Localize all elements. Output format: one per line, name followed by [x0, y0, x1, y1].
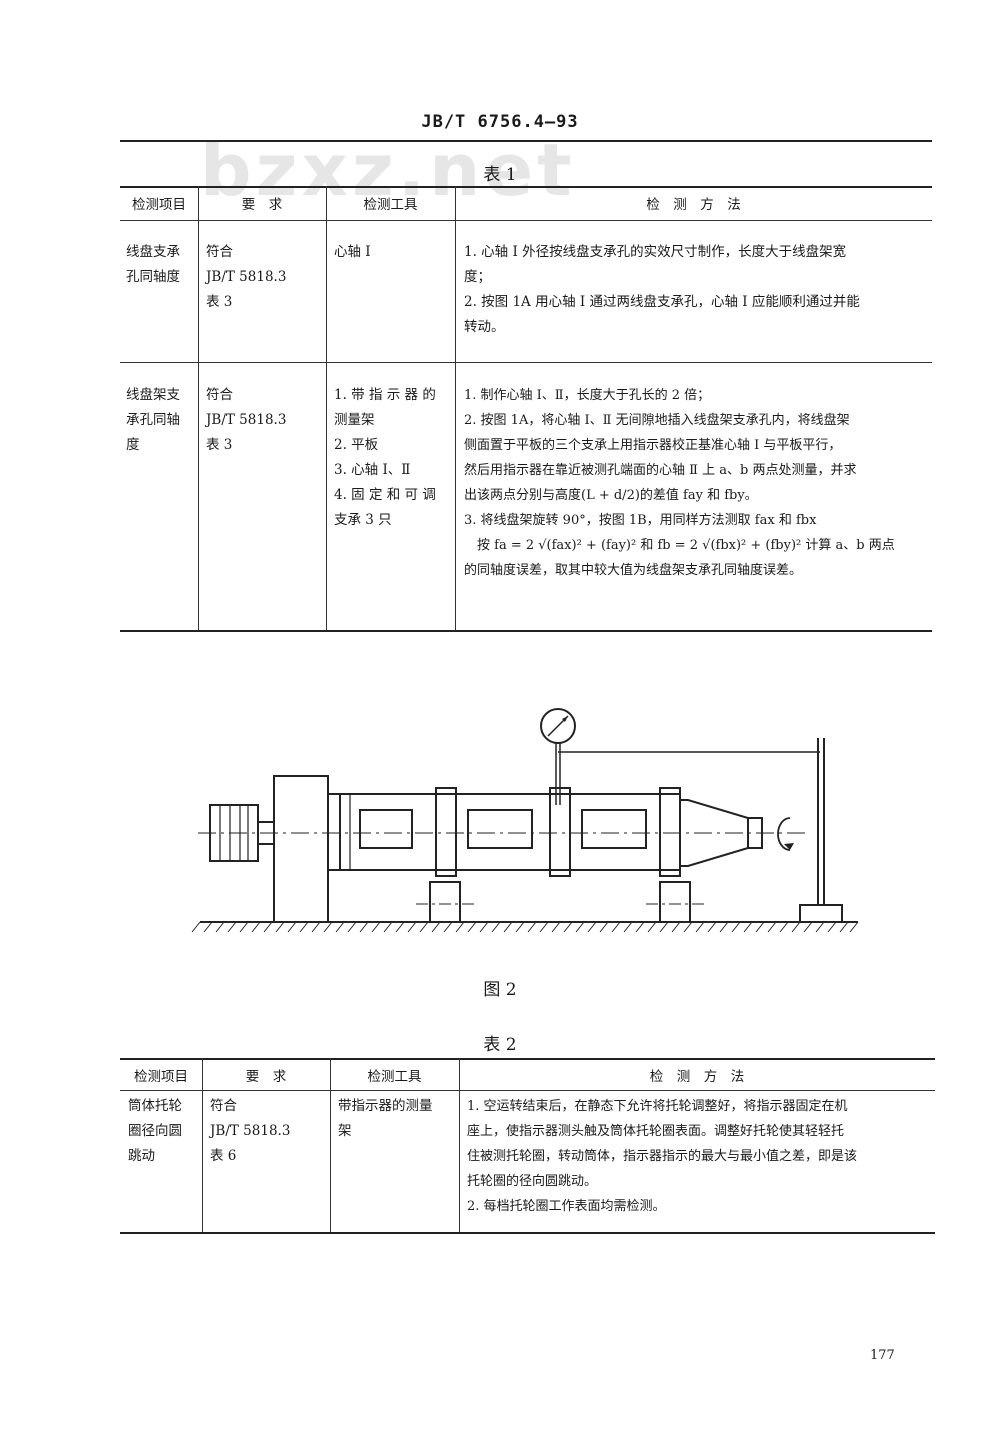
- table2-row1-requirement: 符合 JB/T 5818.3 表 6: [210, 1094, 328, 1169]
- cell-line: 测量架: [334, 412, 375, 428]
- page-number: 177: [870, 1348, 895, 1363]
- cell-line: 2. 按图 1A，将心轴 Ⅰ、Ⅱ 无间隙地插入线盘架支承孔内，将线盘架: [464, 413, 850, 428]
- cell-line: 的同轴度误差，取其中较大值为线盘架支承孔同轴度误差。: [464, 563, 803, 578]
- cell-line: JB/T 5818.3: [210, 1123, 291, 1139]
- cell-line: 表 3: [206, 294, 233, 310]
- document-code: JB/T 6756.4—93: [421, 112, 579, 132]
- cell-line: 表 3: [206, 437, 233, 453]
- header-rule: [120, 140, 932, 142]
- table1-row2-item: 线盘架支 承孔同轴 度: [126, 383, 196, 458]
- drum-body: [339, 793, 681, 871]
- table1-col-divider: [455, 186, 456, 630]
- cell-line: JB/T 5818.3: [206, 412, 287, 428]
- table1-row1-tools: 心轴 I: [334, 240, 452, 265]
- table1-header-rule: [120, 220, 932, 221]
- table2-bottom-rule: [120, 1232, 935, 1234]
- cell-line: 住被测托轮圈，转动筒体，指示器指示的最大与最小值之差，即是该: [467, 1149, 858, 1164]
- table2-col-divider: [330, 1058, 331, 1232]
- cell-line: 侧面置于平板的三个支承上用指示器校正基准心轴 Ⅰ 与平板平行，: [464, 438, 842, 453]
- table1-bottom-rule: [120, 630, 932, 632]
- riding-ring: [435, 787, 457, 877]
- cell-line: 按 fa = 2 √(fax)² + (fay)² 和 fb = 2 √(fbx…: [464, 538, 895, 553]
- table1-caption: 表 1: [483, 165, 517, 185]
- roller-support: [659, 881, 691, 923]
- stand-base: [799, 904, 843, 923]
- table2-header-item: 检测项目: [134, 1069, 188, 1085]
- table2-col-divider: [202, 1058, 203, 1232]
- cell-line: 托轮圈的径向圆跳动。: [467, 1174, 598, 1189]
- table1-header-requirement: 要 求: [241, 197, 283, 213]
- cell-line: 3. 将线盘架旋转 90°，按图 1B，用同样方法测取 fax 和 fbx: [464, 513, 817, 528]
- riding-ring: [659, 787, 681, 877]
- table2-row1-tools: 带指示器的测量 架: [338, 1094, 456, 1144]
- cell-line: 1. 心轴 I 外径按线盘支承孔的实效尺寸制作，长度大于线盘架宽: [464, 244, 847, 260]
- cell-line: 架: [338, 1123, 352, 1139]
- table2-col-divider: [459, 1058, 460, 1232]
- table1-row1-item: 线盘支承 孔同轴度: [126, 240, 196, 290]
- table1-col-divider: [198, 186, 199, 630]
- table1-row-rule: [120, 362, 932, 363]
- cell-line: 出该两点分别与高度(L + d/2)的差值 fay 和 fby。: [464, 488, 758, 503]
- cell-line: 支承 3 只: [334, 512, 392, 528]
- table1-row2-tools: 1. 带 指 示 器 的 测量架 2. 平板 3. 心轴 Ⅰ、Ⅱ 4. 固 定 …: [334, 383, 452, 533]
- cell-line: 承孔同轴: [126, 412, 180, 428]
- cell-line: JB/T 5818.3: [206, 269, 287, 285]
- cell-line: 跳动: [128, 1148, 155, 1164]
- table1-header-method: 检 测 方 法: [646, 197, 741, 213]
- cell-line: 孔同轴度: [126, 269, 180, 285]
- cell-line: 线盘支承: [126, 244, 180, 260]
- cell-line: 表 6: [210, 1148, 237, 1164]
- roller-support: [429, 881, 461, 923]
- cell-line: 度；: [464, 269, 491, 285]
- cell-line: 2. 平板: [334, 437, 379, 453]
- table1-header-item: 检测项目: [132, 197, 186, 213]
- cell-line: 2. 每档托轮圈工作表面均需检测。: [467, 1199, 666, 1214]
- table1-row2-method: 1. 制作心轴 Ⅰ、Ⅱ，长度大于孔长的 2 倍； 2. 按图 1A，将心轴 Ⅰ、…: [464, 383, 926, 583]
- table2-header-method: 检 测 方 法: [649, 1069, 745, 1085]
- table2-top-rule: [120, 1058, 935, 1060]
- table1-row1-method: 1. 心轴 I 外径按线盘支承孔的实效尺寸制作，长度大于线盘架宽 度； 2. 按…: [464, 240, 926, 340]
- cell-line: 3. 心轴 Ⅰ、Ⅱ: [334, 462, 411, 478]
- figure2-caption: 图 2: [483, 980, 517, 1000]
- table2-header-tools: 检测工具: [367, 1069, 422, 1085]
- cell-line: 1. 带 指 示 器 的: [334, 387, 436, 403]
- cell-line: 带指示器的测量: [338, 1098, 433, 1114]
- cell-line: 1. 制作心轴 Ⅰ、Ⅱ，长度大于孔长的 2 倍；: [464, 388, 711, 403]
- cell-line: 1. 空运转结束后，在静态下允许将托轮调整好，将指示器固定在机: [467, 1099, 848, 1114]
- cell-line: 筒体托轮: [128, 1098, 182, 1114]
- cell-line: 符合: [206, 387, 233, 403]
- table2-header-rule: [120, 1090, 935, 1091]
- cell-line: 符合: [206, 244, 233, 260]
- dial-indicator-gauge: [540, 708, 576, 744]
- riding-ring: [549, 787, 571, 877]
- cell-line: 圈径向圆: [128, 1123, 182, 1139]
- cell-line: 转动。: [464, 319, 505, 335]
- table2-header-requirement: 要 求: [245, 1069, 287, 1085]
- table1-col-divider: [326, 186, 327, 630]
- cell-line: 2. 按图 1A 用心轴 I 通过两线盘支承孔，心轴 I 应能顺利通过并能: [464, 294, 860, 310]
- cell-line: 线盘架支: [126, 387, 180, 403]
- cell-line: 度: [126, 437, 140, 453]
- table1-top-rule: [120, 186, 932, 188]
- table2-row1-method: 1. 空运转结束后，在静态下允许将托轮调整好，将指示器固定在机 座上，使指示器测…: [467, 1094, 931, 1219]
- figure2-drawing: [191, 708, 859, 933]
- cell-line: 心轴 I: [334, 244, 371, 260]
- cell-line: 座上，使指示器测头触及筒体托轮圈表面。调整好托轮使其轻轻托: [467, 1124, 845, 1139]
- table1-row1-requirement: 符合 JB/T 5818.3 表 3: [206, 240, 324, 315]
- cell-line: 符合: [210, 1098, 237, 1114]
- table1-header-tools: 检测工具: [363, 197, 418, 213]
- table2-caption: 表 2: [483, 1035, 517, 1055]
- table2-row1-item: 筒体托轮 圈径向圆 跳动: [128, 1094, 200, 1169]
- headstock: [273, 775, 329, 923]
- cell-line: 然后用指示器在靠近被测孔端面的心轴 Ⅱ 上 a、b 两点处测量，并求: [464, 463, 857, 478]
- cell-line: 4. 固 定 和 可 调: [334, 487, 436, 503]
- table1-row2-requirement: 符合 JB/T 5818.3 表 3: [206, 383, 324, 458]
